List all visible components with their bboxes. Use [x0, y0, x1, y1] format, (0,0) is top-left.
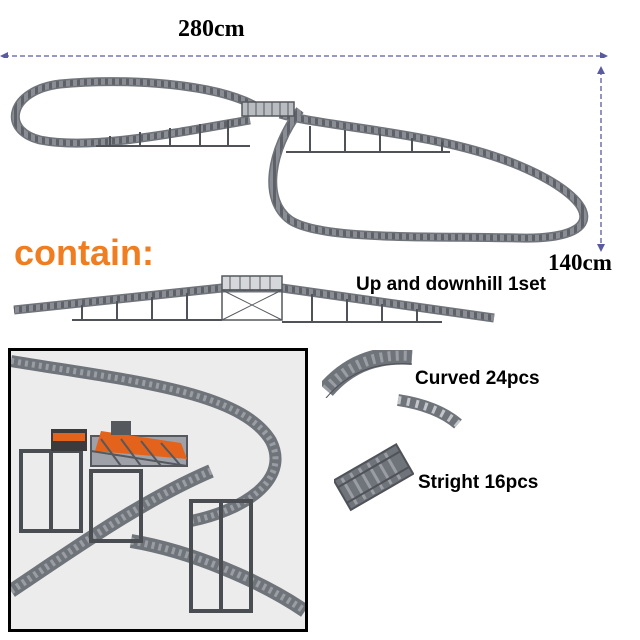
elevated-bridge-track-icon: [13, 275, 495, 323]
train-on-bridge-photo: [8, 348, 308, 632]
contain-label: contain:: [14, 232, 154, 273]
single-curved-track-icon: [397, 394, 462, 429]
item-label-straight: Stright 16pcs: [418, 472, 539, 493]
height-dimension-line: [597, 66, 605, 252]
width-dimension-line: [0, 52, 608, 58]
straight-track-pieces-icon: [334, 443, 414, 512]
width-label: 280cm: [178, 16, 245, 42]
item-label-curved: Curved 24pcs: [415, 368, 540, 389]
height-label: 140cm: [548, 250, 612, 275]
curved-track-pieces-icon: [322, 350, 413, 398]
item-label-up-downhill: Up and downhill 1set: [356, 274, 547, 295]
track-layout-diagram: [10, 77, 589, 243]
